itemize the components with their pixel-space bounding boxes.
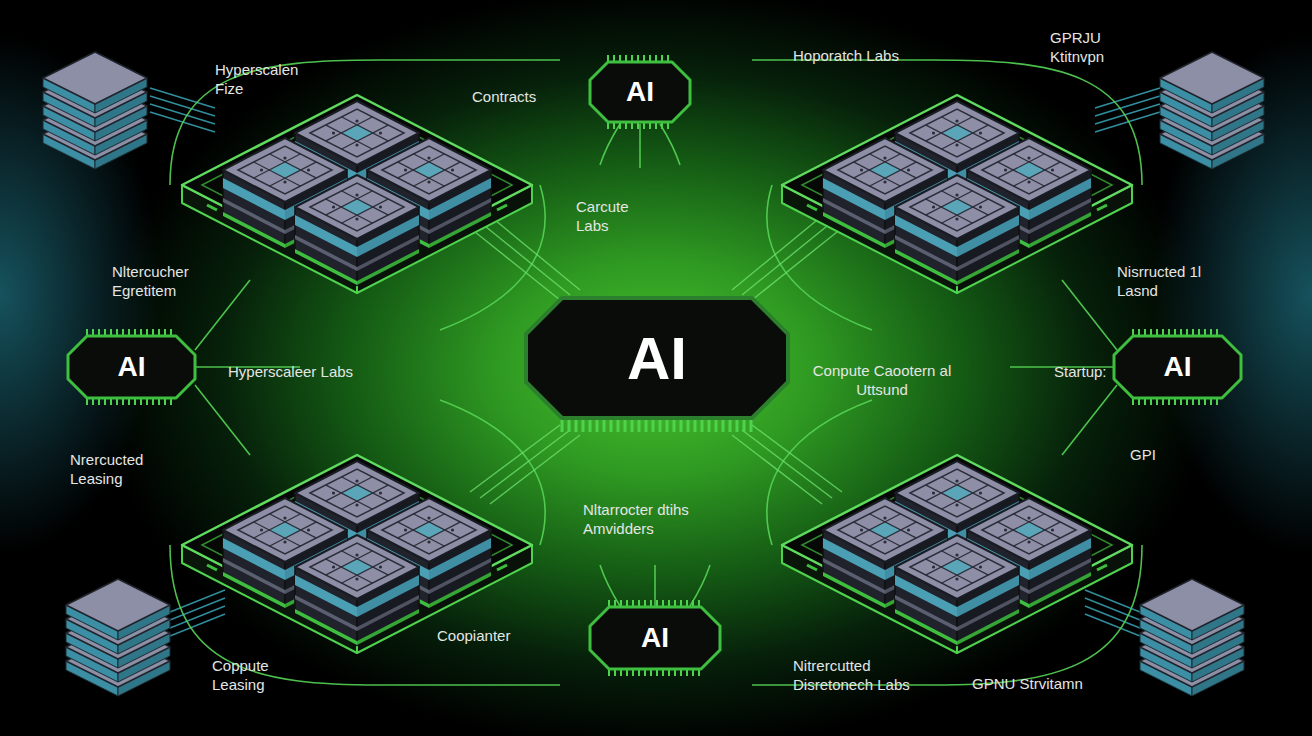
- wire: [195, 385, 250, 455]
- bundle-line: [150, 88, 215, 108]
- bus-line: [732, 435, 822, 504]
- server-stack: [66, 579, 170, 696]
- map-label: Carcute Labs: [576, 197, 646, 235]
- map-label: Hyperscalen Fize: [215, 60, 315, 98]
- map-label: Nitrercutted Disretonech Labs: [793, 656, 943, 694]
- ai-chip: AI: [1114, 336, 1241, 398]
- gpu-cluster: [782, 455, 1132, 653]
- map-label: Nisrructed 1l Lasnd: [1117, 262, 1225, 300]
- map-label: Nrercucted Leasing: [70, 450, 170, 488]
- server-stack: [43, 52, 147, 169]
- chip-label: AI: [118, 351, 146, 383]
- server-stack: [1140, 579, 1244, 696]
- bundle-line: [150, 96, 215, 116]
- chip-body: [68, 336, 195, 398]
- bus-line: [470, 425, 560, 492]
- bus-line: [742, 222, 832, 295]
- wire: [195, 280, 250, 350]
- wire: [600, 124, 620, 165]
- map-label: GPRJU Ktitnvpn: [1050, 28, 1134, 66]
- bus-line: [490, 216, 580, 290]
- map-label: Contracts: [472, 87, 592, 106]
- map-label: Startup:: [1054, 362, 1134, 381]
- gpu-cluster: [782, 95, 1132, 293]
- chip-label: AI: [1164, 351, 1192, 383]
- bus-line: [742, 430, 832, 498]
- bus-line: [752, 228, 842, 300]
- ai-chip: AI: [68, 336, 195, 398]
- bundle-line: [1085, 614, 1140, 636]
- chip-label: AI: [627, 324, 687, 393]
- map-label: Coopianter: [437, 626, 547, 645]
- server-stack: [1160, 52, 1264, 169]
- bus-line: [752, 425, 842, 492]
- bus-line: [480, 430, 570, 498]
- wire: [654, 565, 656, 606]
- chip-body: [590, 607, 720, 669]
- ai-chip: AI: [526, 298, 788, 418]
- map-label: Nltercucher Egretitem: [112, 262, 216, 300]
- bundle-line: [1095, 96, 1160, 116]
- wire: [1062, 385, 1117, 455]
- bundle-line: [150, 104, 215, 124]
- bundle-line: [1095, 88, 1160, 108]
- gpu-cluster: [182, 95, 532, 293]
- bundle-line: [1095, 112, 1160, 132]
- map-label: Coppute Leasing: [212, 656, 296, 694]
- wire: [1062, 280, 1117, 350]
- gpu-cluster: [182, 455, 532, 653]
- bus-line: [490, 435, 580, 504]
- bus-line: [470, 228, 560, 300]
- map-label: GPNU Strvitamn: [972, 674, 1132, 693]
- map-label: Hoporatch Labs: [793, 46, 963, 65]
- wire: [639, 124, 641, 168]
- chip-label: AI: [641, 622, 669, 654]
- chip-label: AI: [626, 76, 654, 108]
- map-label: Hyperscaleer Labs: [228, 362, 418, 381]
- chip-body: [526, 298, 788, 418]
- map-label: GPI: [1130, 445, 1180, 464]
- bus-line: [732, 216, 822, 290]
- wire: [660, 124, 680, 165]
- wire: [600, 565, 620, 606]
- chip-body: [1114, 336, 1241, 398]
- wire: [690, 565, 710, 606]
- bundle-line: [170, 614, 225, 636]
- ai-chip: AI: [590, 607, 720, 669]
- map-label: Conpute Caootern al Uttsund: [812, 361, 952, 399]
- central-bus: [470, 216, 842, 504]
- ai-chip: AI: [590, 62, 690, 122]
- chip-body: [590, 62, 690, 122]
- wiring: [170, 60, 1142, 685]
- map-label: Nltarrocter dtihs Amvidders: [583, 500, 723, 538]
- bus-line: [480, 222, 570, 295]
